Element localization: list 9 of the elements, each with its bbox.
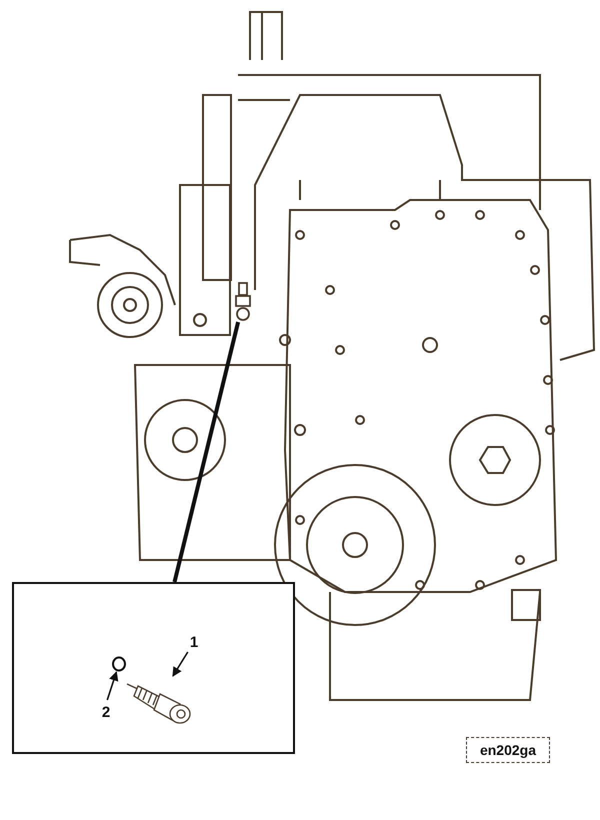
callout-number: 2	[98, 702, 114, 722]
fitting-drawing	[234, 282, 252, 322]
leader-line	[172, 322, 240, 582]
leader-arrow	[172, 652, 188, 677]
leader-arrow	[106, 671, 118, 700]
drawing-code: en202ga	[466, 737, 550, 763]
callout-number: 1	[186, 632, 202, 652]
detail-inset-box	[12, 582, 295, 754]
o-ring-drawing	[111, 656, 127, 672]
